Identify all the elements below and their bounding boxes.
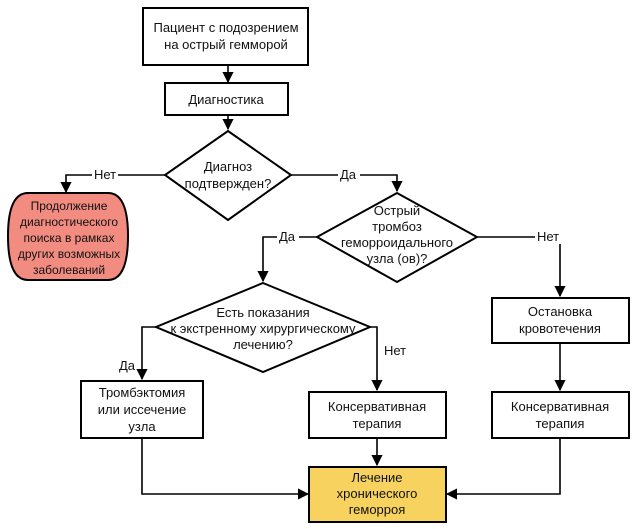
edge-diag-no <box>60 174 165 194</box>
node-conservative-right-line-1: Консервативная <box>511 399 609 414</box>
node-continue-search-terminal <box>6 192 130 281</box>
node-conservative-mid: Консервативная терапия <box>308 391 447 439</box>
node-surgery-indications-line-2: к экстренному хирургическому <box>170 321 356 336</box>
node-surgery-indications-diamond <box>153 281 373 374</box>
node-stop-bleeding: Остановка кровотечения <box>491 297 630 344</box>
node-continue-search-line-5: заболеваний <box>33 263 105 277</box>
label-thrombosis-no: Нет <box>537 229 559 244</box>
node-chronic-treatment-line-2: хронического <box>337 486 418 501</box>
node-acute-thrombosis-line-3: геморроидального <box>341 235 453 250</box>
node-chronic-treatment-line-3: геморроя <box>349 502 406 517</box>
node-acute-thrombosis-line-4: узла (ов)? <box>367 251 428 266</box>
node-conservative-right-box <box>491 391 630 439</box>
node-diagnostics-line-1: Диагностика <box>188 92 264 107</box>
node-thrombectomy-line-3: узла <box>128 419 156 434</box>
node-conservative-mid-line-1: Консервативная <box>328 399 426 414</box>
node-start-line-2: на острый гемморой <box>164 37 288 52</box>
node-start: Пациент с подозрением на острый гемморой <box>142 7 309 66</box>
node-surgery-indications-line-3: лечению? <box>233 337 293 352</box>
node-conservative-mid-line-2: терапия <box>353 416 402 431</box>
node-thrombectomy-line-1: Тромбэктомия <box>99 385 186 400</box>
node-chronic-treatment-line-1: Лечение <box>351 470 402 485</box>
node-chronic-treatment: Лечение хронического геморроя <box>308 466 447 523</box>
node-stop-bleeding-line-2: кровотечения <box>519 321 601 336</box>
label-diag-no: Нет <box>94 167 116 182</box>
label-surgery-no: Нет <box>384 343 406 358</box>
label-thrombosis-yes: Да <box>279 229 296 244</box>
node-acute-thrombosis-line-1: Острый <box>374 203 420 218</box>
edge-thrombectomy-to-final <box>141 438 310 500</box>
edge-surgery-yes <box>136 326 156 381</box>
label-surgery-yes: Да <box>119 358 136 373</box>
node-conservative-right: Консервативная терапия <box>491 391 630 439</box>
node-thrombectomy: Тромбэктомия или иссечение узла <box>80 380 204 439</box>
node-diagnosis-confirmed-line-2: подтвержден? <box>185 176 272 191</box>
node-chronic-treatment-box <box>308 466 447 523</box>
node-continue-search-line-2: диагностического <box>20 215 118 229</box>
node-stop-bleeding-box <box>491 297 630 344</box>
node-continue-search: Продолжение диагностического поиска в ра… <box>6 192 130 281</box>
node-stop-bleeding-line-1: Остановка <box>528 304 593 319</box>
edge-surgery-no <box>370 326 383 392</box>
edge-diag-yes <box>291 174 403 193</box>
edge-conservative-right-to-final <box>445 438 561 500</box>
node-surgery-indications: Есть показания к экстренному хирургическ… <box>153 281 373 374</box>
node-continue-search-line-1: Продолжение <box>31 199 108 213</box>
node-diagnostics: Диагностика <box>164 82 289 116</box>
node-conservative-mid-box <box>308 391 447 439</box>
node-diagnosis-confirmed: Диагноз подтвержден? <box>163 129 293 222</box>
edge-labels: Нет Да Да Нет Да Нет <box>92 167 561 373</box>
node-start-line-1: Пациент с подозрением <box>153 20 298 35</box>
node-acute-thrombosis-diamond <box>314 191 480 284</box>
label-diag-yes: Да <box>340 167 357 182</box>
node-diagnosis-confirmed-diamond <box>163 129 293 222</box>
node-start-box <box>142 7 309 66</box>
node-acute-thrombosis-line-2: тромбоз <box>372 219 422 234</box>
node-diagnosis-confirmed-line-1: Диагноз <box>204 159 252 174</box>
edge-thrombosis-no <box>477 236 566 298</box>
node-continue-search-line-4: других возможных <box>18 247 120 261</box>
node-conservative-right-line-2: терапия <box>536 416 585 431</box>
node-surgery-indications-line-1: Есть показания <box>216 305 309 320</box>
node-thrombectomy-line-2: или иссечение <box>98 402 186 417</box>
node-thrombectomy-box <box>80 380 204 439</box>
node-continue-search-line-3: поиска в рамках <box>24 231 115 245</box>
node-diagnostics-box <box>164 82 289 116</box>
node-acute-thrombosis: Острый тромбоз геморроидального узла (ов… <box>314 191 480 284</box>
